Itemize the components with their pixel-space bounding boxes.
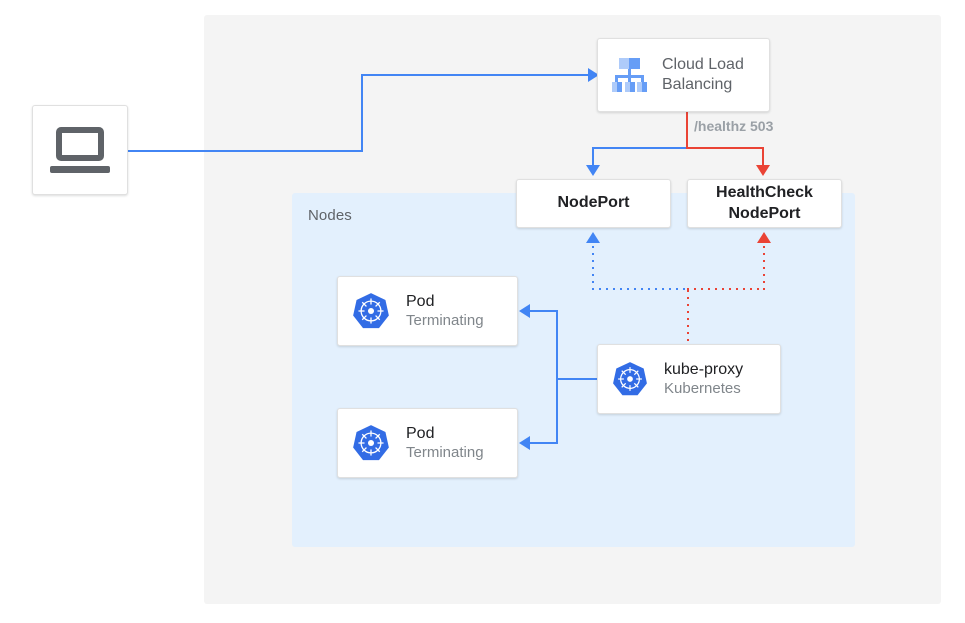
kube-proxy-title: kube-proxy [664,360,744,378]
edge-kubeproxy-to-pod1-arrowhead [519,304,530,318]
edge-client-to-lb-h1 [128,150,363,152]
pod-2-status: Terminating [406,443,484,461]
pod-1-status: Terminating [406,311,484,329]
edge-kubeproxy-to-nodeport-arrowhead [586,232,600,243]
healthcheck-nodeport-label: HealthCheck NodePort [716,183,813,222]
edge-healthz-stem [686,112,688,148]
edge-kubeproxy-to-nodeport-h [592,288,688,290]
nodeport-label: NodePort [557,194,630,212]
cloud-load-balancing-title: Cloud Load [662,56,744,73]
edge-kubeproxy-bracket-spine [556,311,558,444]
laptop-icon [50,127,110,173]
kube-proxy-subtitle: Kubernetes [664,379,741,397]
edge-lb-to-nodeport-arrowhead [586,165,600,176]
edge-kubeproxy-to-pod2-h [530,442,558,444]
client-node[interactable] [32,105,128,195]
edge-client-to-lb-arrowhead [588,68,599,82]
edge-client-to-lb-v [361,74,363,152]
edge-kubeproxy-to-healthcheck-arrowhead [757,232,771,243]
edge-kubeproxy-to-pod1-h [530,310,558,312]
edge-lb-to-nodeport-v [592,147,594,167]
nodeport-node[interactable]: NodePort [516,179,671,228]
pod-node-1[interactable]: Pod Terminating [337,276,518,346]
cloud-load-balancing-icon [610,56,648,94]
kubernetes-icon [353,425,389,461]
edge-kubeproxy-to-healthcheck-h [687,288,764,290]
edge-lb-to-healthcheck-arrowhead [756,165,770,176]
kube-proxy-node[interactable]: kube-proxy Kubernetes [597,344,781,414]
edge-kubeproxy-to-healthcheck-v [763,246,765,290]
edge-client-to-lb-h2 [361,74,589,76]
pod-2-title: Pod [406,424,435,442]
kubernetes-icon [613,362,647,396]
edge-lb-to-healthcheck-v [762,147,764,167]
cloud-load-balancing-subtitle: Balancing [662,76,733,93]
edge-kubeproxy-to-pod2-arrowhead [519,436,530,450]
cloud-load-balancing-node[interactable]: Cloud Load Balancing [597,38,770,112]
edge-kubeproxy-dotted-stem [687,290,689,346]
pod-1-title: Pod [406,292,435,310]
pod-node-2[interactable]: Pod Terminating [337,408,518,478]
edge-kubeproxy-bracket-stem [556,378,598,380]
edge-lb-to-nodeport-h [592,147,688,149]
healthcheck-nodeport-node[interactable]: HealthCheck NodePort [687,179,842,228]
edge-lb-to-healthcheck-h [686,147,764,149]
nodes-region-label: Nodes [308,207,352,224]
healthz-status-label: /healthz 503 [694,118,774,134]
kubernetes-icon [353,293,389,329]
edge-kubeproxy-to-nodeport-v [592,246,594,290]
